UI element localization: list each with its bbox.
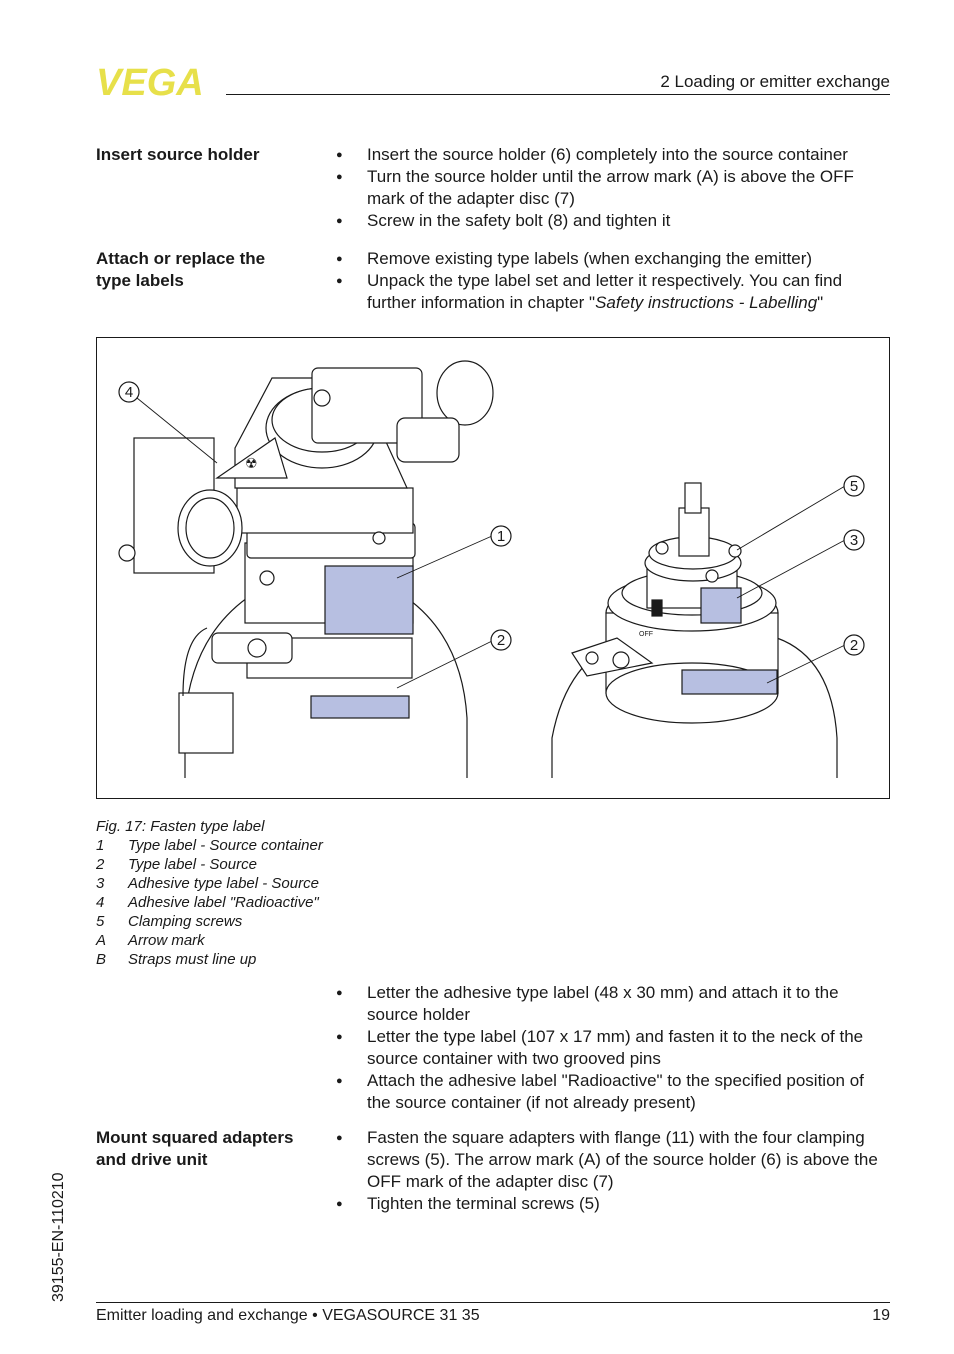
section-label: Insert source holder (96, 145, 260, 164)
bullet-text-end: " (817, 293, 824, 312)
caption-item: 2 Type label - Source (96, 855, 323, 874)
footer-title: Emitter loading and exchange • VEGASOURC… (96, 1307, 480, 1324)
document-code: 39155-EN-110210 (50, 1172, 67, 1302)
list-item: Unpack the type label set and letter it … (336, 270, 890, 314)
caption-item: B Straps must line up (96, 950, 323, 969)
callout-leaders (136, 397, 846, 689)
list-item: Tighten the terminal screws (5) (336, 1193, 890, 1215)
figure-fasten-type-label: ☢ (96, 337, 890, 799)
caption-text: Type label - Source (128, 856, 257, 873)
caption-item: 5 Clamping screws (96, 912, 323, 931)
caption-text: Clamping screws (128, 913, 243, 930)
bullet-text: Unpack the type label set and letter it … (367, 271, 843, 312)
bullet-list: Letter the adhesive type label (48 x 30 … (336, 982, 890, 1114)
list-item: Letter the type label (107 x 17 mm) and … (336, 1026, 890, 1070)
callout-2-left-text: 2 (497, 632, 505, 649)
caption-item: 3 Adhesive type label - Source (96, 874, 323, 893)
caption-item: 1 Type label - Source container (96, 836, 323, 855)
list-item: Attach the adhesive label "Radioactive" … (336, 1070, 890, 1114)
technical-drawing: ☢ (118, 360, 865, 778)
callout-2-right-text: 2 (850, 637, 858, 654)
vega-logo: VEGA (96, 64, 204, 98)
header-rule (226, 94, 890, 95)
callout-4-text: 4 (125, 384, 133, 401)
svg-text:☢: ☢ (245, 455, 258, 471)
list-item: Screw in the safety bolt (8) and tighten… (336, 210, 890, 232)
type-label-source (310, 695, 410, 719)
section-label: Attach or replace the type labels (96, 249, 266, 290)
caption-text: Straps must line up (128, 951, 257, 968)
callout-2-right (843, 634, 865, 656)
adhesive-type-label (700, 587, 742, 624)
callout-3-text: 3 (850, 532, 858, 549)
list-item: Remove existing type labels (when exchan… (336, 248, 890, 270)
list-item: Turn the source holder until the arrow m… (336, 166, 890, 210)
caption-key: 5 (96, 913, 105, 930)
caption-text: Adhesive label "Radioactive" (128, 894, 319, 911)
caption-text: Adhesive type label - Source (128, 875, 319, 892)
source-container-right: OFF (551, 482, 838, 778)
type-label-source-2 (681, 669, 778, 695)
callout-2-left (490, 629, 512, 651)
caption-key: A (96, 932, 107, 949)
caption-title: Fig. 17: Fasten type label (96, 818, 265, 835)
list-item: Insert the source holder (6) completely … (336, 144, 890, 166)
callout-5-text: 5 (850, 478, 858, 495)
section-label: Mount squared adapters and drive unit (96, 1128, 294, 1169)
chapter-reference: Safety instructions - Labelling (595, 293, 818, 312)
callout-1 (490, 525, 512, 547)
off-mark-text: OFF (639, 631, 653, 638)
callout-1-text: 1 (497, 528, 505, 545)
caption-item: 4 Adhesive label "Radioactive" (96, 893, 323, 912)
footer-rule (96, 1302, 890, 1303)
caption-text: Arrow mark (128, 932, 205, 949)
bullet-list: Insert the source holder (6) completely … (336, 144, 890, 232)
list-item: Letter the adhesive type label (48 x 30 … (336, 982, 890, 1026)
caption-key: 4 (96, 894, 105, 911)
callout-5 (843, 475, 865, 497)
callouts: 4 1 2 5 3 2 (118, 381, 865, 656)
page-number: 19 (872, 1307, 890, 1324)
callout-3 (843, 529, 865, 551)
logo-text: VEGA (96, 64, 204, 98)
header-section-title: 2 Loading or emitter exchange (660, 72, 890, 91)
bullet-list: Remove existing type labels (when exchan… (336, 248, 890, 314)
source-container-left: ☢ (118, 360, 494, 778)
type-label-source-container (324, 565, 414, 635)
list-item: Fasten the square adapters with flange (… (336, 1127, 890, 1193)
caption-item: A Arrow mark (96, 931, 323, 950)
caption-key: 3 (96, 875, 105, 892)
caption-text: Type label - Source container (128, 837, 323, 854)
caption-key: 2 (96, 856, 105, 873)
callout-4 (118, 381, 140, 403)
caption-key: 1 (96, 837, 105, 854)
bullet-list: Fasten the square adapters with flange (… (336, 1127, 890, 1215)
caption-key: B (96, 951, 107, 968)
